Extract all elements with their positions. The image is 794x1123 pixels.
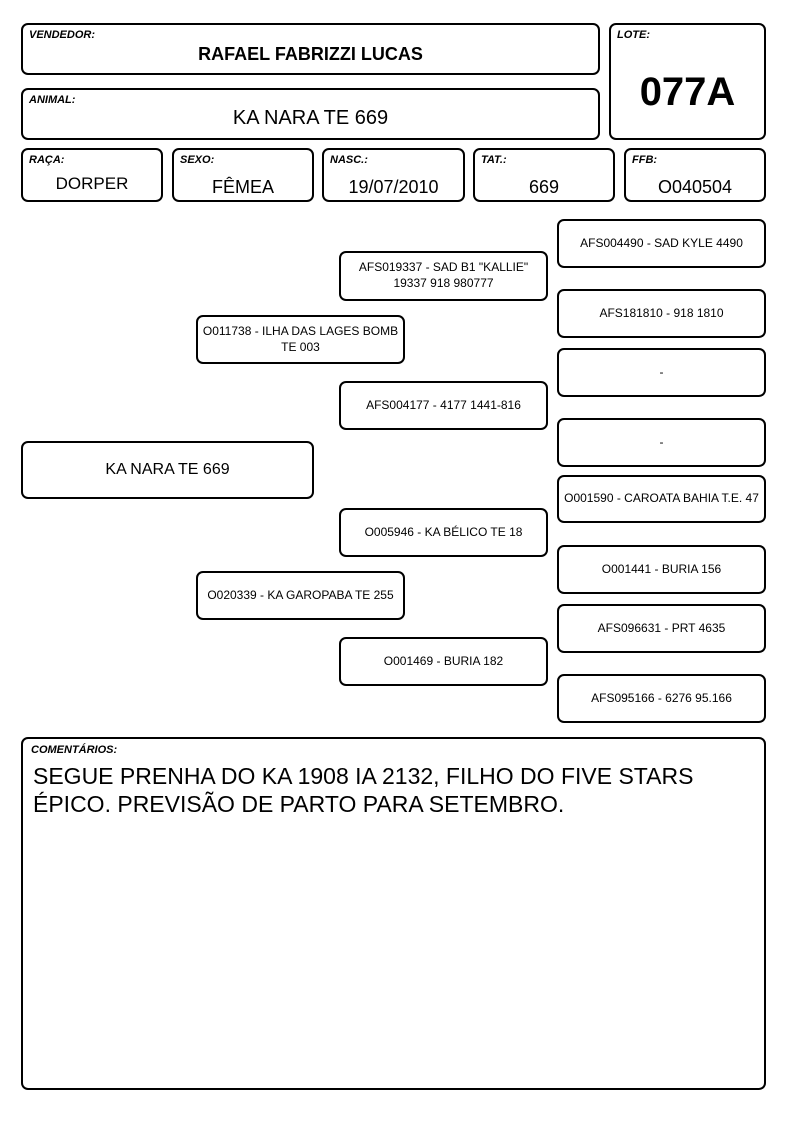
pedigree-dam-dam: O001469 - BURIA 182 bbox=[339, 637, 548, 686]
pedigree-great-grandparent-2: AFS181810 - 918 1810 bbox=[557, 289, 766, 338]
pedigree-sire-dam: AFS004177 - 4177 1441-816 bbox=[339, 381, 548, 430]
lote-label: LOTE: bbox=[617, 29, 650, 41]
pedigree-great-grandparent-8: AFS095166 - 6276 95.166 bbox=[557, 674, 766, 723]
comments-box: COMENTÁRIOS: SEGUE PRENHA DO KA 1908 IA … bbox=[21, 737, 766, 1090]
pedigree-great-grandparent-1: AFS004490 - SAD KYLE 4490 bbox=[557, 219, 766, 268]
pedigree-animal: KA NARA TE 669 bbox=[21, 441, 314, 499]
lote-box: LOTE: 077A bbox=[609, 23, 766, 140]
pedigree-great-grandparent-6: O001441 - BURIA 156 bbox=[557, 545, 766, 594]
pedigree-great-grandparent-3: - bbox=[557, 348, 766, 397]
tat-box: TAT.: 669 bbox=[473, 148, 615, 202]
nasc-label: NASC.: bbox=[330, 154, 368, 166]
raca-value: DORPER bbox=[55, 174, 129, 193]
animal-label: ANIMAL: bbox=[29, 94, 76, 106]
vendedor-value: RAFAEL FABRIZZI LUCAS bbox=[198, 44, 423, 64]
comments-text: SEGUE PRENHA DO KA 1908 IA 2132, FILHO D… bbox=[33, 763, 694, 817]
pedigree-great-grandparent-7: AFS096631 - PRT 4635 bbox=[557, 604, 766, 653]
comments-label: COMENTÁRIOS: bbox=[31, 744, 118, 756]
pedigree-great-grandparent-4: - bbox=[557, 418, 766, 467]
ffb-box: FFB: O040504 bbox=[624, 148, 766, 202]
pedigree-dam: O020339 - KA GAROPABA TE 255 bbox=[196, 571, 405, 620]
raca-box: RAÇA: DORPER bbox=[21, 148, 163, 202]
pedigree-sire: O011738 - ILHA DAS LAGES BOMB TE 003 bbox=[196, 315, 405, 364]
sexo-value: FÊMEA bbox=[211, 177, 274, 197]
animal-value: KA NARA TE 669 bbox=[232, 107, 389, 129]
animal-box: ANIMAL: KA NARA TE 669 bbox=[21, 88, 600, 140]
sexo-label: SEXO: bbox=[180, 154, 215, 166]
sexo-box: SEXO: FÊMEA bbox=[172, 148, 314, 202]
vendedor-box: VENDEDOR: RAFAEL FABRIZZI LUCAS bbox=[21, 23, 600, 75]
ffb-label: FFB: bbox=[632, 154, 658, 166]
tat-value: 669 bbox=[528, 177, 560, 197]
pedigree-great-grandparent-5: O001590 - CAROATA BAHIA T.E. 47 bbox=[557, 475, 766, 523]
ffb-value: O040504 bbox=[657, 177, 733, 197]
pedigree-sire-sire: AFS019337 - SAD B1 "KALLIE" 19337 918 98… bbox=[339, 251, 548, 301]
nasc-box: NASC.: 19/07/2010 bbox=[322, 148, 465, 202]
tat-label: TAT.: bbox=[481, 154, 507, 166]
raca-label: RAÇA: bbox=[29, 154, 65, 166]
pedigree-dam-sire: O005946 - KA BÉLICO TE 18 bbox=[339, 508, 548, 557]
lote-value: 077A bbox=[639, 70, 736, 114]
vendedor-label: VENDEDOR: bbox=[29, 29, 96, 41]
nasc-value: 19/07/2010 bbox=[348, 177, 439, 197]
